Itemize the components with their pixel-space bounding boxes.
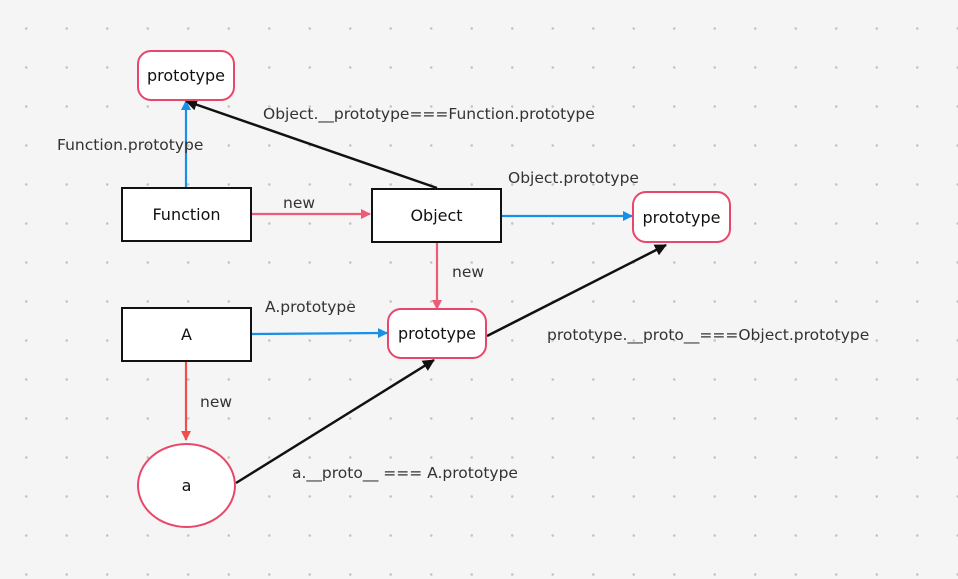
label-new-function-object: new xyxy=(283,194,316,212)
node-function-label: Function xyxy=(152,205,221,224)
node-class-a-label: A xyxy=(181,325,192,344)
node-right-prototype[interactable]: prototype xyxy=(632,191,731,243)
label-function-prototype: Function.prototype xyxy=(57,136,204,154)
node-instance-a[interactable]: a xyxy=(137,443,236,528)
node-right-prototype-label: prototype xyxy=(642,207,721,227)
edge-instance-to-mid-prototype xyxy=(235,358,435,485)
node-function[interactable]: Function xyxy=(121,187,252,242)
label-object-prototype: Object.prototype xyxy=(508,169,639,187)
edge-mid-prototype-to-right-prototype xyxy=(486,243,667,338)
label-new-object-prototype: new xyxy=(452,263,485,281)
node-mid-prototype-label: prototype xyxy=(398,324,476,343)
label-a-prototype: A.prototype xyxy=(265,298,356,316)
edge-object-to-top-prototype xyxy=(185,98,438,190)
node-instance-a-label: a xyxy=(181,476,192,495)
node-object[interactable]: Object xyxy=(371,188,502,243)
label-prototype-proto-chain: prototype.__proto__===Object.prototype xyxy=(547,326,870,344)
node-class-a[interactable]: A xyxy=(121,307,252,362)
node-object-label: Object xyxy=(410,206,463,225)
node-top-prototype[interactable]: prototype xyxy=(137,50,235,101)
label-new-a: new xyxy=(200,393,233,411)
label-a-proto-equals-a-prototype: a.__proto__ === A.prototype xyxy=(292,464,518,482)
label-object-proto-equals-function-prototype: Object.__prototype===Function.prototype xyxy=(263,105,595,123)
node-mid-prototype[interactable]: prototype xyxy=(387,308,487,359)
edge-a-to-mid-prototype xyxy=(249,328,388,339)
node-top-prototype-label: prototype xyxy=(147,66,225,85)
